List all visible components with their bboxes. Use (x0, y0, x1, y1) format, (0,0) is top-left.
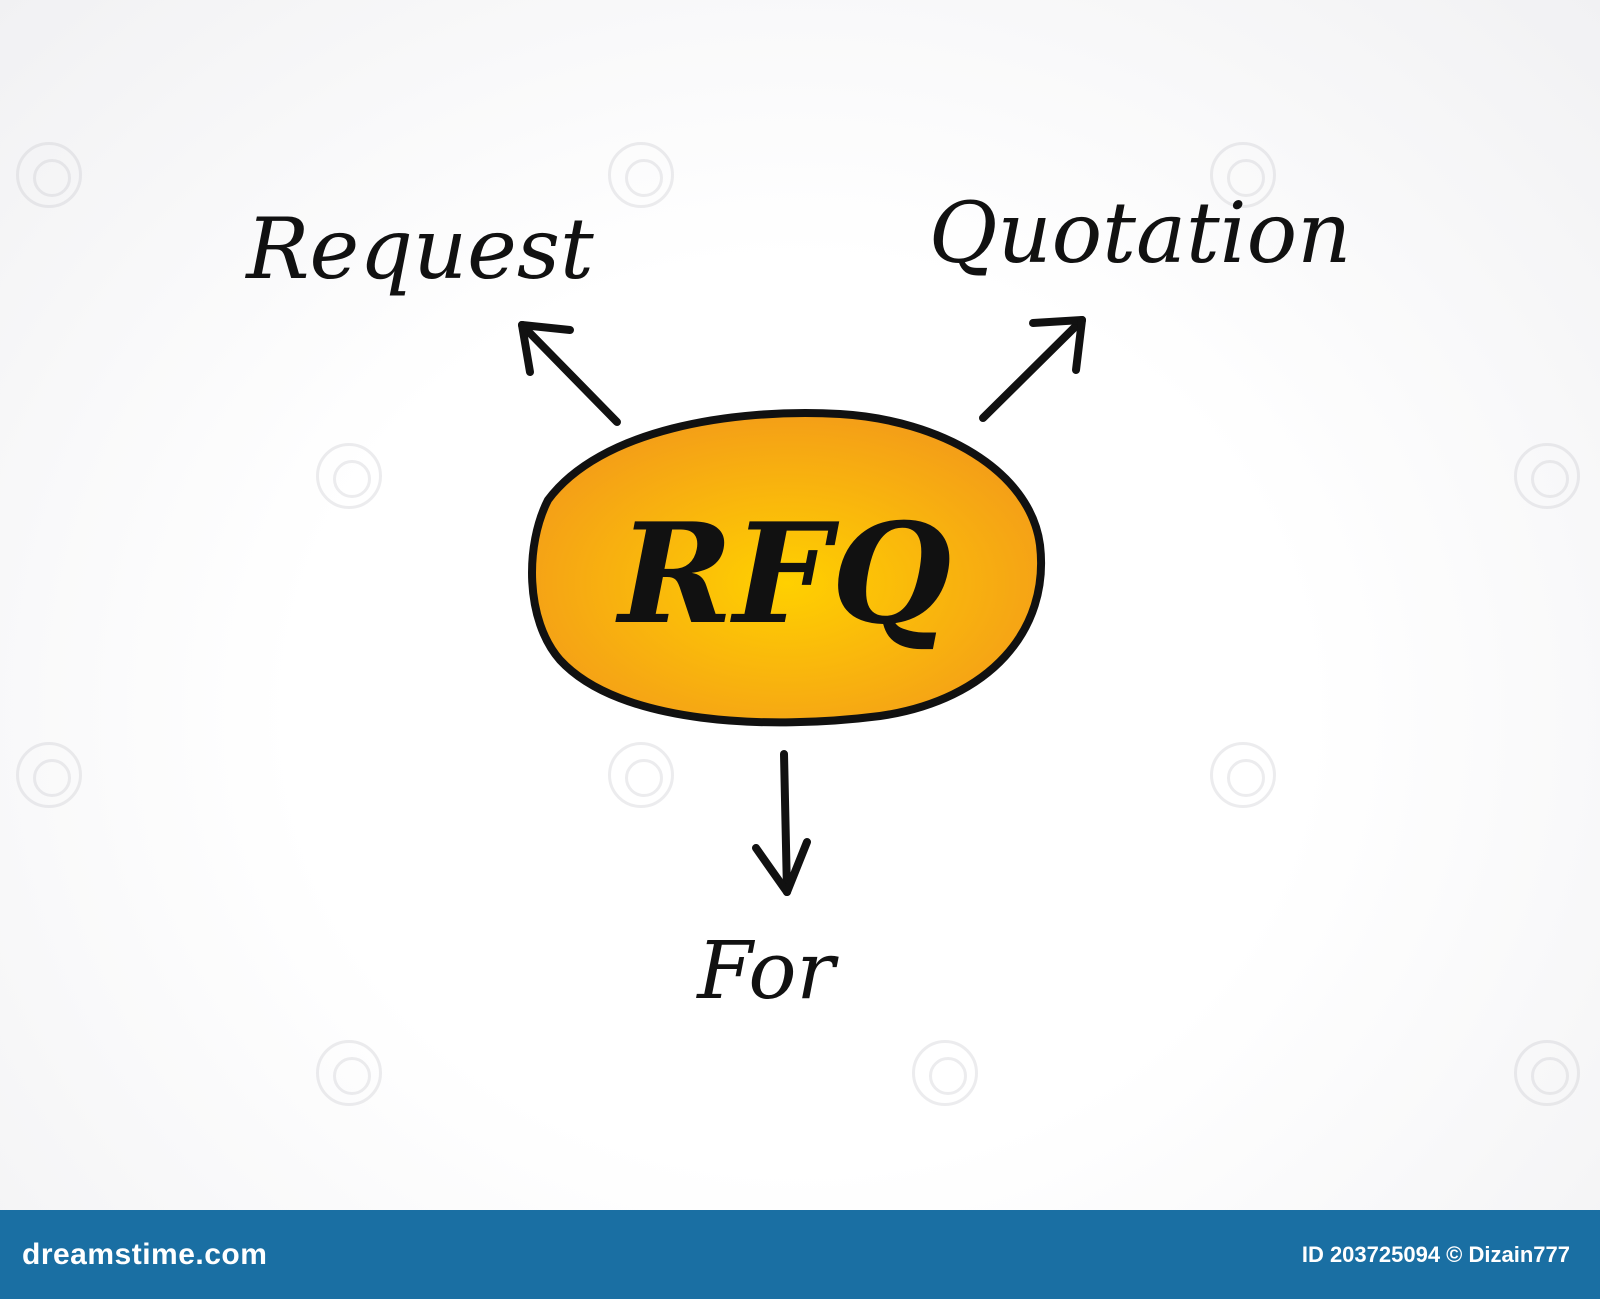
watermark-icon (316, 1040, 382, 1106)
center-ellipse (528, 409, 1046, 727)
arrow-to-for (752, 750, 811, 896)
footer-brand-logo[interactable]: dreamstime.com (22, 1237, 268, 1271)
branch-label-request: Request (244, 200, 594, 298)
center-label: RFQ (615, 492, 952, 655)
watermark-icon (16, 742, 82, 808)
watermark-icon (608, 142, 674, 208)
watermark-icon (16, 142, 82, 208)
diagram-svg: RFQ Request Quotation For (244, 184, 1352, 1017)
footer-image-credit: ID 203725094 © Dizain777 (1301, 1241, 1570, 1267)
watermark-icon (608, 742, 674, 808)
watermark-icon (316, 443, 382, 509)
watermark-icon (1514, 1040, 1580, 1106)
arrow-to-request (518, 321, 621, 426)
arrow-to-quotation (979, 316, 1086, 422)
diagram-canvas: RFQ Request Quotation For (16, 142, 1580, 1106)
branch-label-for: For (695, 924, 839, 1017)
footer-bar: dreamstime.com ID 203725094 © Dizain777 (0, 1210, 1600, 1299)
branch-label-quotation: Quotation (929, 184, 1352, 282)
watermark-icon (1210, 142, 1276, 208)
watermark-icon (1210, 742, 1276, 808)
watermark-icon (912, 1040, 978, 1106)
watermark-icon (1514, 443, 1580, 509)
